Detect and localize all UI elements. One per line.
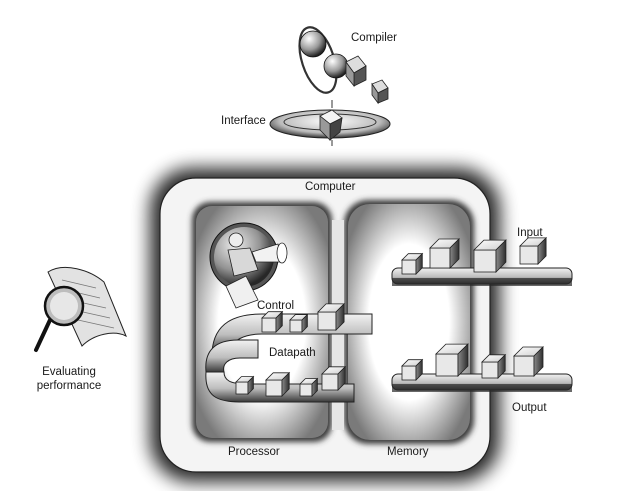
cube-icon — [429, 238, 460, 269]
memory-label: Memory — [387, 446, 429, 458]
datapath-label: Datapath — [269, 347, 316, 359]
cube-icon — [473, 239, 507, 273]
evaluating-performance-label: Evaluating performance — [27, 366, 111, 394]
compiler-label: Compiler — [351, 32, 398, 44]
cube-icon — [321, 365, 347, 391]
input-label: Input — [517, 227, 543, 239]
control-label: Control — [257, 300, 295, 312]
cube-icon — [401, 252, 424, 275]
cube-icon — [435, 343, 469, 377]
interface-label: Interface — [221, 115, 266, 127]
evaluating-line-2: performance — [36, 379, 102, 392]
data-cubes — [235, 236, 548, 397]
disk-ring-icon — [269, 100, 391, 146]
cube-icon — [513, 346, 544, 377]
cube-icon — [519, 236, 548, 265]
person-megaphone-icon — [209, 222, 288, 309]
magnifier-document-icon — [34, 266, 127, 352]
cube-icon — [317, 302, 346, 331]
atom-orbit-icon — [298, 26, 389, 105]
cube-icon — [299, 377, 319, 397]
cube-icon — [401, 358, 424, 381]
cube-icon — [481, 353, 507, 379]
processor-label: Processor — [228, 446, 280, 458]
cube-icon — [265, 371, 291, 397]
evaluating-line-1: Evaluating — [42, 366, 96, 378]
cube-icon — [235, 375, 255, 395]
cube-icon — [289, 313, 309, 333]
cube-icon — [261, 310, 284, 333]
output-label: Output — [512, 402, 547, 414]
computer-label: Computer — [305, 181, 356, 193]
